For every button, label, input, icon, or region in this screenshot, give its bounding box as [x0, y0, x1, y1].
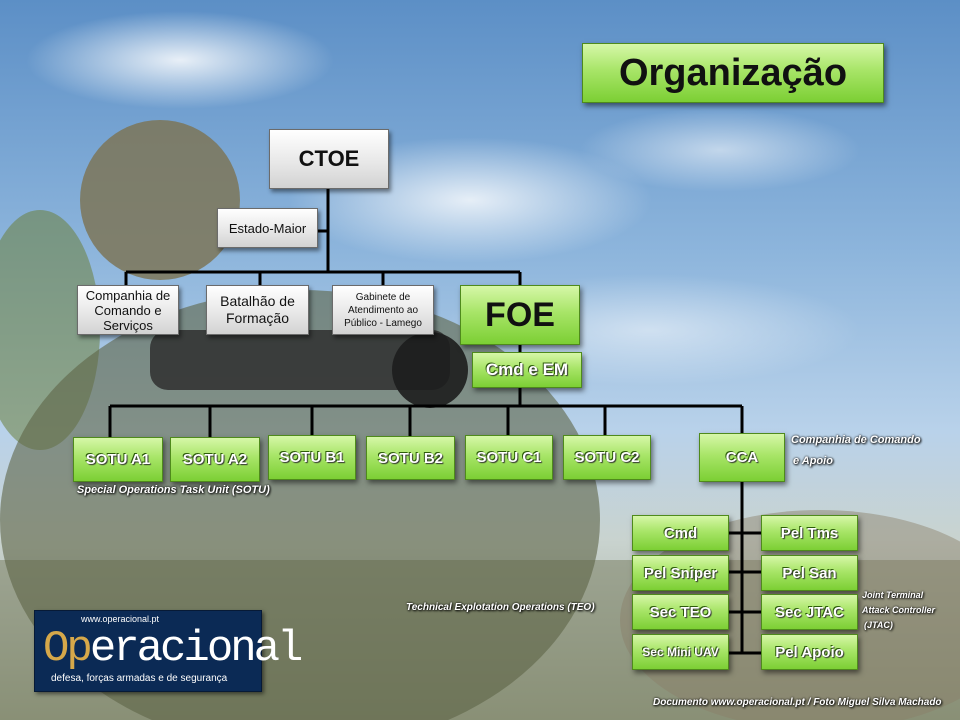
logo-brand: Operacional	[43, 624, 304, 674]
annotation-cca-line2: e Apoio	[793, 455, 833, 467]
logo-url: www.operacional.pt	[81, 614, 160, 624]
node-pel-san: Pel San	[761, 555, 858, 591]
node-sec-jtac: Sec JTAC	[761, 594, 858, 630]
logo-brand-rest: eracional	[89, 624, 304, 674]
node-sotu-c1: SOTU C1	[465, 435, 553, 480]
node-cmd: Cmd	[632, 515, 729, 551]
node-sec-mini-uav: Sec Mini UAV	[632, 634, 729, 670]
annotation-sotu: Special Operations Task Unit (SOTU)	[77, 484, 270, 496]
logo-tagline: defesa, forças armadas e de segurança	[51, 673, 228, 684]
annotation-jtac-line2: Attack Controller	[862, 605, 936, 615]
slide-title: Organização	[582, 43, 884, 103]
node-companhia-comando-servicos: Companhia de Comando e Serviços	[77, 285, 179, 335]
annotation-teo: Technical Explotation Operations (TEO)	[406, 602, 595, 613]
node-sec-teo: Sec TEO	[632, 594, 729, 630]
node-sotu-b2: SOTU B2	[366, 436, 455, 480]
node-batalhao-formacao: Batalhão de Formação	[206, 285, 309, 335]
annotation-jtac-line1: Joint Terminal	[862, 590, 924, 600]
node-pel-apoio: Pel Apoio	[761, 634, 858, 670]
node-cmd-em: Cmd e EM	[472, 352, 582, 388]
logo-brand-highlight: Op	[43, 624, 93, 674]
annotation-cca-line1: Companhia de Comando	[791, 434, 921, 446]
node-estado-maior: Estado-Maior	[217, 208, 318, 248]
node-sotu-a1: SOTU A1	[73, 437, 163, 482]
annotation-jtac-line3: (JTAC)	[864, 620, 893, 630]
node-sotu-b1: SOTU B1	[268, 435, 356, 480]
node-pel-sniper: Pel Sniper	[632, 555, 729, 591]
photo-credit: Documento www.operacional.pt / Foto Migu…	[653, 697, 942, 708]
node-cca: CCA	[699, 433, 785, 482]
node-sotu-c2: SOTU C2	[563, 435, 651, 480]
node-ctoe: CTOE	[269, 129, 389, 189]
node-foe: FOE	[460, 285, 580, 345]
operacional-logo: www.operacional.pt Operacional defesa, f…	[34, 610, 303, 692]
node-sotu-a2: SOTU A2	[170, 437, 260, 482]
node-gabinete-atendimento: Gabinete de Atendimento ao Público - Lam…	[332, 285, 434, 335]
node-pel-tms: Pel Tms	[761, 515, 858, 551]
